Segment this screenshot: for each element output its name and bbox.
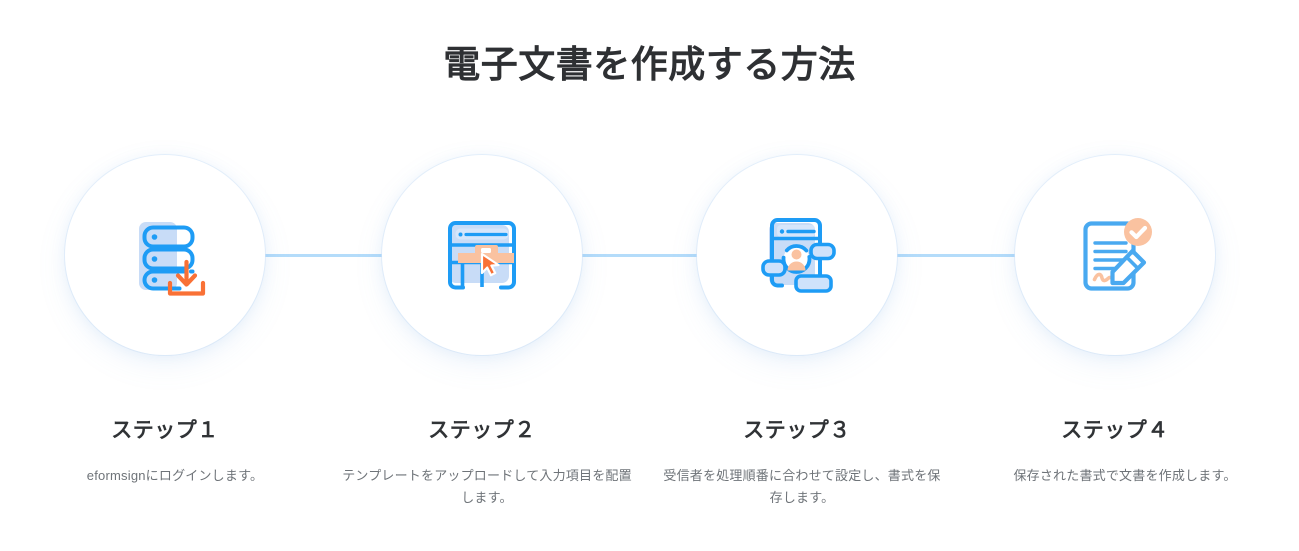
step-4-circle — [1015, 155, 1215, 355]
step-1-description: eformsignにログインします。 — [86, 468, 264, 484]
step-3-description: 受信者を処理順番に合わせて設定し、書式を保存します。 — [663, 468, 941, 505]
steps-container: ステップ１ eformsignにログインします。 — [0, 155, 1299, 505]
step-4-title: ステップ４ — [1061, 419, 1169, 442]
server-download-icon — [119, 209, 211, 301]
step-3-icon-wrap — [697, 155, 897, 355]
step-2-title: ステップ２ — [428, 419, 536, 442]
connector-line-1-2 — [232, 254, 432, 257]
step-1-icon-wrap — [65, 155, 265, 355]
step-3-title: ステップ３ — [743, 419, 851, 442]
step-4-description: 保存された書式で文書を作成します。 — [1013, 468, 1237, 484]
step-1-title: ステップ１ — [111, 419, 219, 442]
template-upload-cursor-icon — [436, 209, 528, 301]
step-3-circle — [697, 155, 897, 355]
connector-line-2-3 — [548, 254, 748, 257]
step-1-circle — [65, 155, 265, 355]
step-4-icon-wrap — [1015, 155, 1215, 355]
connector-line-3-4 — [864, 254, 1064, 257]
step-2-description: テンプレートをアップロードして入力項目を配置します。 — [342, 468, 632, 505]
step-2-circle — [382, 155, 582, 355]
page-title: 電子文書を作成する方法 — [443, 44, 856, 85]
document-recipients-icon — [751, 209, 843, 301]
step-item-2: ステップ２ テンプレートをアップロードして入力項目を配置します。 — [342, 155, 632, 508]
step-item-4: ステップ４ 保存された書式で文書を作成します。 — [975, 155, 1255, 487]
step-item-1: ステップ１ eformsignにログインします。 — [25, 155, 305, 487]
step-2-icon-wrap — [382, 155, 582, 355]
document-signed-check-icon — [1069, 209, 1161, 301]
step-item-3: ステップ３ 受信者を処理順番に合わせて設定し、書式を保存します。 — [657, 155, 940, 508]
